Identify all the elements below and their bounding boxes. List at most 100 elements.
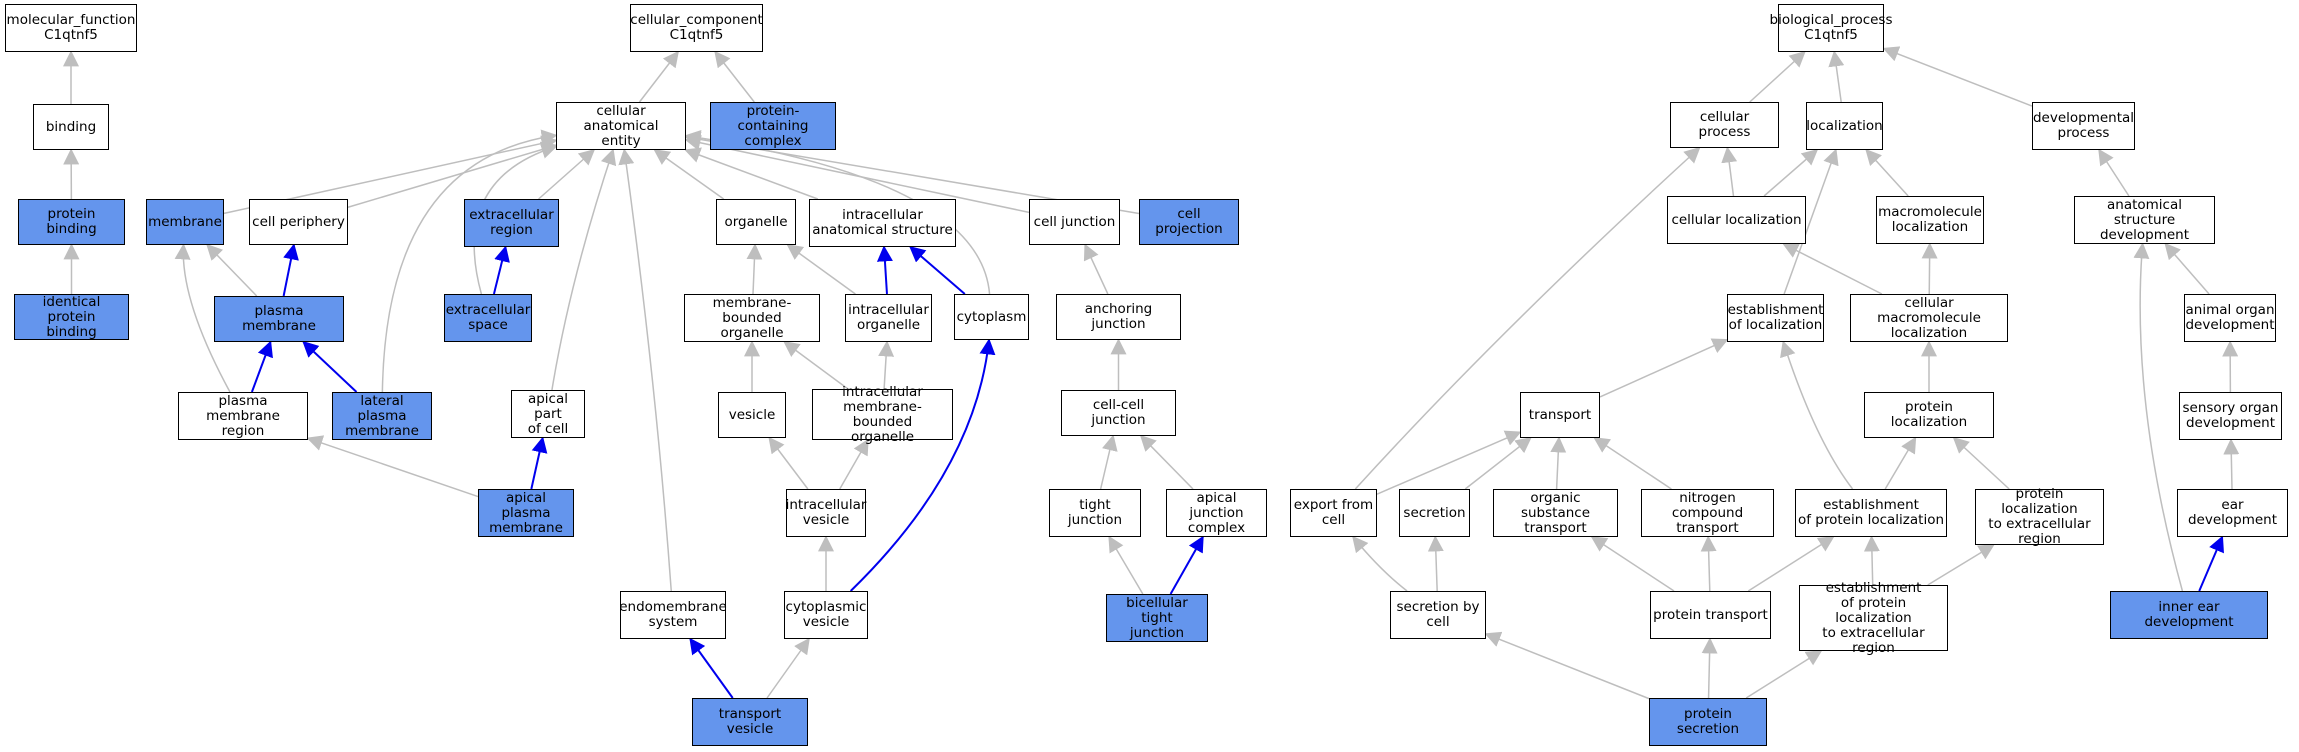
edge-is-a-es-to-cae [618,148,673,592]
term-node-transport[interactable]: transport [1520,392,1600,438]
term-node-iv[interactable]: intracellular vesicle [786,489,866,537]
term-node-extracellular-space[interactable]: extracellular space [444,294,532,342]
term-node-epler[interactable]: establishment of protein localization to… [1799,580,1948,655]
term-node-sbc[interactable]: secretion by cell [1390,591,1486,639]
term-node-identical-protein-binding[interactable]: identical protein binding [14,294,129,340]
edge-is-a-ps-to-sbc [1484,631,1650,700]
term-node-cytoplasm[interactable]: cytoplasm [954,294,1029,340]
edge-is-a-pt-to-nct [1700,535,1717,592]
term-node-epl[interactable]: establishment of protein localization [1795,489,1947,537]
term-node-eol[interactable]: establishment of localization [1727,294,1824,342]
term-node-pcc[interactable]: protein-containing complex [710,102,836,150]
edge-is-a-secretion-to-transport [1464,437,1532,490]
edge-is-a-epl-to-pl [1884,436,1917,490]
term-node-ed[interactable]: ear development [2177,489,2288,537]
term-node-cell-junction[interactable]: cell junction [1029,199,1120,245]
term-node-ajc[interactable]: apical junction complex [1166,489,1267,537]
term-node-tj[interactable]: tight junction [1049,489,1141,537]
edge-is-a-ps-to-epler [1745,650,1823,699]
edge-is-a-ias-to-cae [684,147,819,200]
edge-is-a-pcc-to-cc [714,50,755,103]
term-node-sod[interactable]: sensory organ development [2179,392,2282,440]
term-node-dp[interactable]: developmental process [2032,102,2135,150]
term-node-bp[interactable]: biological_process C1qtnf5 [1770,4,1893,52]
term-node-apc[interactable]: apical part of cell [511,390,585,438]
edge-part-of-apm-to-apc [530,436,548,490]
edge-part-of-btj-to-ajc [1169,535,1204,595]
term-node-ias[interactable]: intracellular anatomical structure [809,199,956,247]
edge-part-of-pmr-to-plasma_membrane [250,340,273,393]
term-node-cc[interactable]: cellular_component C1qtnf5 [630,4,763,52]
term-node-pler[interactable]: protein localization to extracellular re… [1975,487,2104,547]
term-node-cae[interactable]: cellular anatomical entity [556,102,686,150]
term-node-protein-binding[interactable]: protein binding [18,199,125,245]
edge-part-of-ied-to-ed [2198,535,2224,592]
edge-is-a-eol-to-loc [1783,148,1839,295]
edge-is-a-mbo-to-organelle [746,243,763,295]
edge-is-a-cae-to-cc [638,50,679,103]
edge-part-of-io-to-ias [876,245,893,295]
term-node-cv[interactable]: cytoplasmic vesicle [784,591,868,639]
edge-is-a-sbc-to-secretion [1427,535,1444,592]
term-node-efc[interactable]: export from cell [1290,489,1377,537]
edge-is-a-iv-to-imbo [839,438,869,490]
term-node-ml[interactable]: macromolecule localization [1876,196,1984,244]
term-node-pmr[interactable]: plasma membrane region [178,392,308,440]
edge-is-a-epler-to-pler [1927,544,1995,586]
edge-part-of-cytoplasm-to-ias [909,245,966,295]
edge-is-a-epl-to-eol [1780,340,1854,490]
term-node-cell-periphery[interactable]: cell periphery [249,199,348,245]
term-node-cp[interactable]: cellular process [1670,102,1779,148]
edge-is-a-cl-to-cp [1721,146,1738,197]
term-node-ps[interactable]: protein secretion [1649,698,1767,746]
edge-is-a-ml-to-loc [1865,148,1909,197]
term-node-apm[interactable]: apical plasma membrane [478,489,574,537]
term-node-organelle[interactable]: organelle [716,199,796,245]
term-node-pt[interactable]: protein transport [1650,591,1771,639]
edge-is-a-io-to-organelle [786,244,856,295]
edge-is-a-efc-to-cp [1354,146,1701,490]
term-node-io[interactable]: intracellular organelle [845,294,932,342]
term-node-secretion[interactable]: secretion [1399,489,1470,537]
term-node-loc[interactable]: localization [1806,102,1883,150]
term-node-ost[interactable]: organic substance transport [1493,489,1618,537]
term-node-lpm[interactable]: lateral plasma membrane [332,392,432,440]
term-node-pl[interactable]: protein localization [1864,392,1994,438]
edge-is-a-lpm-to-cae [381,129,558,393]
term-node-extracellular-region[interactable]: extracellular region [464,199,559,247]
term-node-membrane[interactable]: membrane [146,199,224,245]
edge-is-a-dp-to-bp [1882,46,2033,107]
term-node-asd[interactable]: anatomical structure development [2074,196,2215,244]
edge-is-a-pt-to-ost [1590,536,1675,592]
term-node-plasma-membrane[interactable]: plasma membrane [214,296,344,342]
edge-part-of-lpm-to-plasma_membrane [302,340,358,393]
term-node-vesicle[interactable]: vesicle [718,392,786,438]
term-node-es[interactable]: endomembrane system [619,591,727,639]
edge-is-a-apc-to-cae [551,148,617,391]
term-node-imbo[interactable]: intracellular membrane-bounded organelle [812,384,953,444]
term-node-mbo[interactable]: membrane-bounded organelle [684,294,820,342]
edge-is-a-ied-to-asd [2133,242,2184,592]
term-node-aod[interactable]: animal organ development [2184,294,2276,342]
term-node-btj[interactable]: bicellular tight junction [1106,594,1208,642]
edge-is-a-cell_periphery-to-cae [347,141,558,208]
edge-is-a-imbo-to-io [878,340,895,390]
term-node-mf[interactable]: molecular_function C1qtnf5 [5,4,137,52]
term-node-anchoring-junction[interactable]: anchoring junction [1056,294,1181,340]
term-node-tv[interactable]: transport vesicle [692,698,808,746]
term-node-nct[interactable]: nitrogen compound transport [1641,489,1774,537]
edge-part-of-plasma_membrane-to-cell_periphery [282,243,299,297]
term-node-cl[interactable]: cellular localization [1667,196,1806,244]
term-node-cml[interactable]: cellular macromolecule localization [1850,294,2008,342]
edge-is-a-plasma_membrane-to-membrane [206,243,258,297]
term-node-binding[interactable]: binding [33,104,109,150]
edge-is-a-anchoring_junction-to-cell_junction [1083,243,1109,295]
edge-part-of-cv-to-cytoplasm [849,338,996,592]
edge-is-a-ajc-to-ccj [1139,434,1194,490]
term-node-ccj[interactable]: cell-cell junction [1061,390,1176,436]
edge-part-of-tv-to-es [689,637,734,699]
edge-is-a-pler-to-pl [1952,436,2010,490]
edge-is-a-nct-to-transport [1593,437,1672,490]
term-node-ied[interactable]: inner ear development [2110,591,2268,639]
term-node-cell-projection[interactable]: cell projection [1139,199,1239,245]
